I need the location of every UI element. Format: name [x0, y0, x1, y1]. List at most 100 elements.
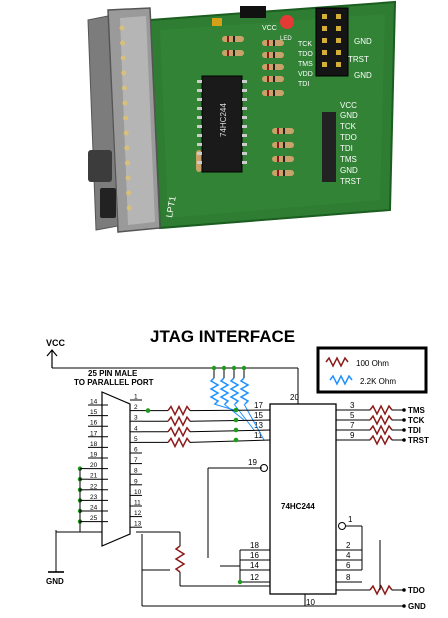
resistor-band: [273, 40, 275, 46]
pcb-label-trst: TRST: [348, 55, 369, 64]
output-resistor-100: [369, 424, 393, 436]
ic-output-pin-label: 9: [350, 431, 355, 440]
db25-pin-label: 4: [134, 425, 138, 432]
output-terminal: [402, 428, 406, 432]
header-pin: [322, 26, 327, 31]
ic-input-pin-label: 13: [254, 421, 263, 430]
db25-pin-label: 10: [134, 489, 142, 496]
db25-pin-label: 3: [134, 415, 138, 422]
resistor-band: [227, 50, 229, 56]
vcc-node: [241, 365, 247, 371]
ic-leg: [242, 107, 247, 110]
ic-output-pin-label: 5: [350, 411, 355, 420]
lpt1-label: LPT1: [164, 195, 178, 218]
junction-node: [237, 579, 243, 585]
db25-pin-label: 2: [134, 404, 138, 411]
db25-pin-label: 11: [134, 500, 141, 507]
series-resistor-100: [167, 426, 191, 438]
resistor-band: [273, 90, 275, 96]
jtag-header: [315, 7, 349, 77]
ic-output-pin-label: 3: [350, 401, 355, 410]
ic-output-pin-label: 6: [346, 561, 351, 570]
ic-leg: [197, 89, 202, 92]
db25-connector: [87, 7, 161, 233]
junction-node: [233, 437, 239, 443]
output-label-tms: TMS: [408, 406, 426, 415]
output-label-gnd: GND: [408, 602, 426, 611]
output-label-trst: TRST: [408, 436, 429, 445]
tdo-resistor: [369, 584, 393, 596]
ic-leg: [242, 143, 247, 146]
db25-pin-label: 21: [90, 473, 98, 480]
connector-pin: [126, 205, 132, 211]
vcc-node: [221, 365, 227, 371]
legend-label-100: 100 Ohm: [356, 359, 389, 368]
pcb-label-trst2: TRST: [340, 177, 361, 186]
pcb-label-gnd2: GND: [354, 71, 372, 80]
ic-input-pin-label: 17: [254, 401, 263, 410]
connector-pin: [121, 85, 127, 91]
legend-swatch-2k2: [329, 374, 353, 386]
resistor-band: [273, 64, 275, 70]
ic-leg: [242, 134, 247, 137]
db25-pin-label: 12: [134, 510, 142, 517]
ic-leg: [242, 89, 247, 92]
vertical-pin-header: [322, 112, 336, 182]
pulldown-resistor: [174, 545, 186, 573]
gnd-label: GND: [46, 577, 64, 586]
ic-chip-label: 74HC244: [219, 103, 228, 137]
header-pin: [322, 38, 327, 43]
db25-pin-label: 6: [134, 447, 138, 454]
header-pin: [322, 62, 327, 67]
junction-node: [233, 417, 239, 423]
db25-pin-label: 20: [90, 462, 98, 469]
output-resistor-100: [369, 414, 393, 426]
ic-chip: [201, 75, 243, 173]
header-pin: [336, 26, 341, 31]
header-pin: [336, 38, 341, 43]
resistor-band: [233, 36, 235, 42]
ic-74hc244-label: 74HC244: [281, 502, 315, 511]
legend-swatch-100: [325, 356, 349, 368]
header-pin: [322, 50, 327, 55]
ic-leg: [197, 134, 202, 137]
output-terminal: [402, 438, 406, 442]
led: [280, 15, 294, 29]
junction-node: [233, 407, 239, 413]
ic-output-pin-label: 7: [350, 421, 355, 430]
connector-pin: [124, 160, 130, 166]
resistor-band: [267, 90, 269, 96]
db25-pin-label: 23: [90, 494, 98, 501]
vcc-top-label: VCC: [262, 25, 277, 32]
schematic-title: JTAG INTERFACE: [150, 327, 295, 346]
connector-pin: [126, 190, 132, 196]
resistor-band: [283, 156, 285, 162]
output-label-tdi: TDI: [408, 426, 421, 435]
db25-pin-label: 24: [90, 505, 98, 512]
db25-pin-label: 5: [134, 436, 138, 443]
db25-pin-label: 8: [134, 468, 138, 475]
output-terminal: [402, 588, 406, 592]
pcb-sig-tdi: TDI: [298, 81, 309, 88]
db25-symbol: [101, 391, 131, 547]
ic-input-pin-label: 14: [250, 561, 259, 570]
ic-leg: [197, 125, 202, 128]
ic-leg: [197, 80, 202, 83]
ic-pin-1-label: 1: [348, 515, 353, 524]
ic-leg: [197, 143, 202, 146]
pullup-resistor-2k2: [209, 377, 220, 405]
output-label-tdo: TDO: [408, 586, 425, 595]
ic-input-pin-label: 11: [254, 431, 263, 440]
connector-pin: [125, 175, 131, 181]
pullup-resistor-2k2: [229, 377, 240, 405]
series-resistor-100: [167, 415, 191, 427]
resistor-band: [283, 170, 285, 176]
resistor-band: [267, 52, 269, 58]
legend-label-2k2: 2.2K Ohm: [360, 377, 396, 386]
vcc-arrow: [46, 349, 58, 368]
resistor-band: [227, 36, 229, 42]
ic-output-pin-label: 4: [346, 551, 351, 560]
resistor-band: [277, 170, 279, 176]
pcb-label-gnd3: GND: [340, 111, 358, 120]
ic-leg: [242, 116, 247, 119]
